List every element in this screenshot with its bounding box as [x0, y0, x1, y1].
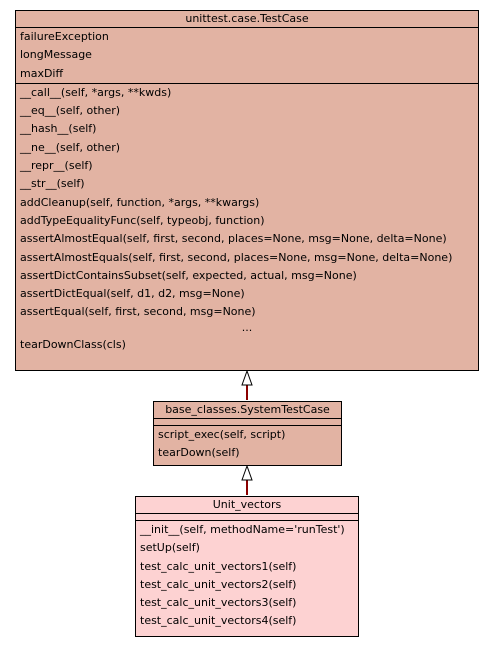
method: __ne__(self, other) — [20, 140, 121, 154]
method: tearDown(self) — [158, 446, 240, 460]
method: __eq__(self, other) — [20, 104, 121, 118]
attributes-compartment — [136, 514, 358, 521]
class-title: Unit_vectors — [136, 497, 358, 514]
attributes-compartment: failureException longMessage maxDiff — [16, 28, 478, 84]
method: __init__(self, methodName='runTest') — [140, 523, 345, 536]
method: __repr__(self) — [20, 159, 93, 173]
method: __hash__(self) — [20, 122, 97, 136]
method: setUp(self) — [140, 541, 200, 555]
method: test_calc_unit_vectors1(self) — [140, 559, 297, 573]
methods-compartment: script_exec(self, script) tearDown(self) — [154, 426, 341, 463]
attribute: longMessage — [20, 48, 92, 62]
method: __str__(self) — [20, 177, 85, 191]
ellipsis: ... — [241, 321, 253, 334]
methods-compartment: __init__(self, methodName='runTest') set… — [136, 521, 358, 631]
method: test_calc_unit_vectors3(self) — [140, 596, 297, 610]
class-box-unitvectors[interactable]: Unit_vectors __init__(self, methodName='… — [135, 496, 359, 637]
attributes-compartment — [154, 419, 341, 426]
method: test_calc_unit_vectors4(self) — [140, 614, 297, 628]
method: assertDictContainsSubset(self, expected,… — [20, 268, 357, 282]
method: tearDownClass(cls) — [20, 337, 126, 351]
method: script_exec(self, script) — [158, 428, 286, 441]
class-box-systemtestcase[interactable]: base_classes.SystemTestCase script_exec(… — [153, 401, 342, 466]
methods-compartment: __call__(self, *args, **kwds) __eq__(sel… — [16, 84, 478, 354]
attribute: failureException — [20, 30, 109, 43]
class-title: base_classes.SystemTestCase — [154, 402, 341, 419]
method: __call__(self, *args, **kwds) — [20, 85, 172, 99]
method: test_calc_unit_vectors2(self) — [140, 577, 297, 591]
method: addCleanup(self, function, *args, **kwar… — [20, 195, 260, 209]
class-box-testcase[interactable]: unittest.case.TestCase failureException … — [15, 10, 479, 371]
class-title: unittest.case.TestCase — [16, 11, 478, 28]
method: assertAlmostEquals(self, first, second, … — [20, 250, 453, 264]
method: addTypeEqualityFunc(self, typeobj, funct… — [20, 213, 265, 227]
method: assertDictEqual(self, d1, d2, msg=None) — [20, 287, 245, 301]
edge-systemtestcase-to-testcase — [241, 369, 253, 400]
attribute: maxDiff — [20, 66, 64, 80]
method: assertAlmostEqual(self, first, second, p… — [20, 232, 447, 246]
edge-unitvectors-to-systemtestcase — [241, 464, 253, 495]
method: assertEqual(self, first, second, msg=Non… — [20, 305, 256, 319]
